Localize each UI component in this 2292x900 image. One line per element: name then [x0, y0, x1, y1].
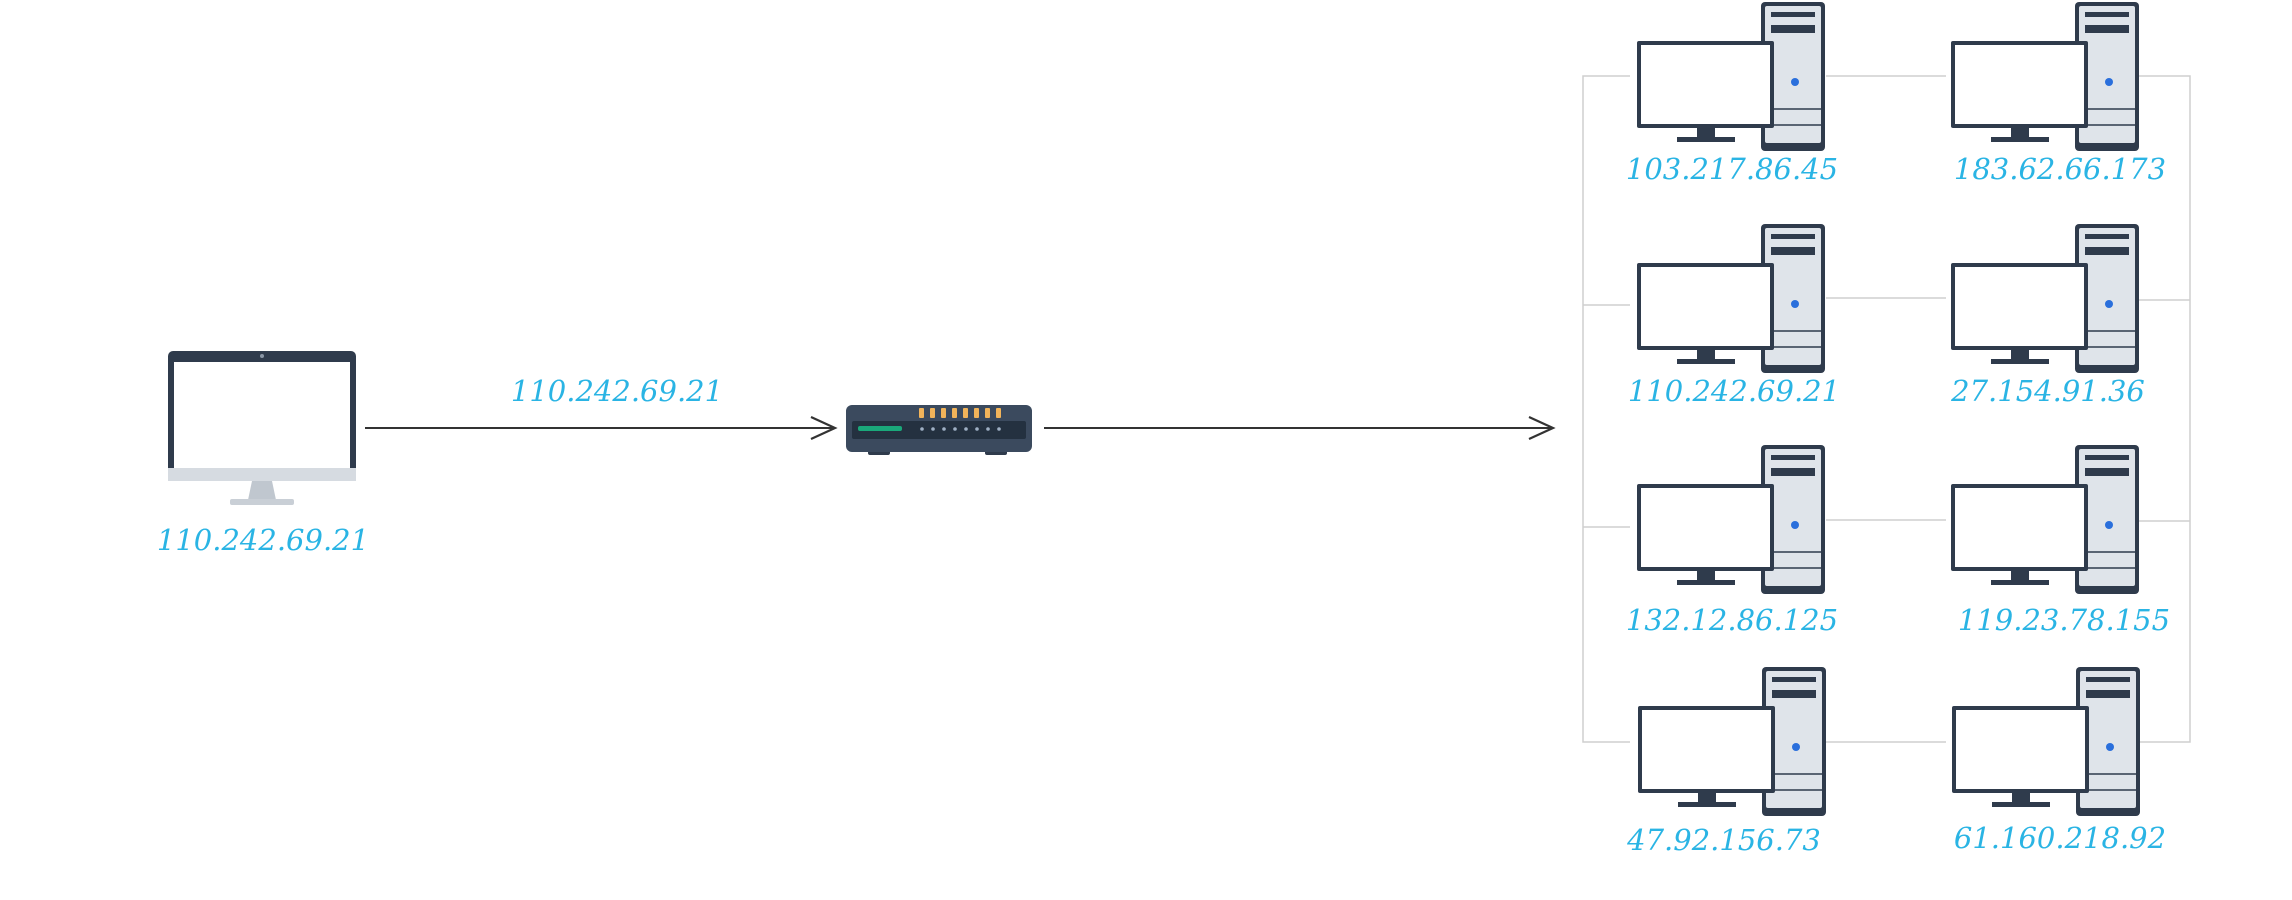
server-7: 61.160.218.92 — [1951, 666, 2166, 855]
server-ip-label: 132.12.86.125 — [1626, 603, 1838, 637]
server-6: 47.92.156.73 — [1626, 666, 1827, 857]
server-ip-label: 61.160.218.92 — [1954, 821, 2166, 855]
workstation-icon — [1637, 666, 1827, 817]
server-ip-label: 47.92.156.73 — [1626, 823, 1821, 857]
imac-desktop-icon — [168, 351, 356, 505]
workstation-icon — [1951, 666, 2141, 817]
server-1: 183.62.66.173 — [1950, 1, 2166, 186]
server-5: 119.23.78.155 — [1950, 444, 2170, 637]
cluster-links — [1582, 75, 2191, 743]
server-ip-label: 103.217.86.45 — [1626, 152, 1838, 186]
workstation-icon — [1950, 1, 2140, 152]
workstation-icon — [1636, 1, 1826, 152]
workstation-icon — [1636, 223, 1826, 374]
server-ip-label: 27.154.91.36 — [1950, 374, 2145, 408]
connection-ip-label: 110.242.69.21 — [511, 374, 723, 408]
server-3: 27.154.91.36 — [1950, 223, 2145, 408]
server-2: 110.242.69.21 — [1628, 223, 1840, 408]
server-ip-label: 110.242.69.21 — [1628, 374, 1840, 408]
client-computer: 110.242.69.21 — [157, 351, 369, 557]
server-ip-label: 183.62.66.173 — [1954, 152, 2166, 186]
workstation-icon — [1950, 223, 2140, 374]
workstation-icon — [1950, 444, 2140, 595]
router-icon — [846, 405, 1032, 455]
server-4: 132.12.86.125 — [1626, 444, 1838, 637]
client-ip-label: 110.242.69.21 — [157, 523, 369, 557]
server-ip-label: 119.23.78.155 — [1958, 603, 2170, 637]
server-0: 103.217.86.45 — [1626, 1, 1838, 186]
workstation-icon — [1636, 444, 1826, 595]
